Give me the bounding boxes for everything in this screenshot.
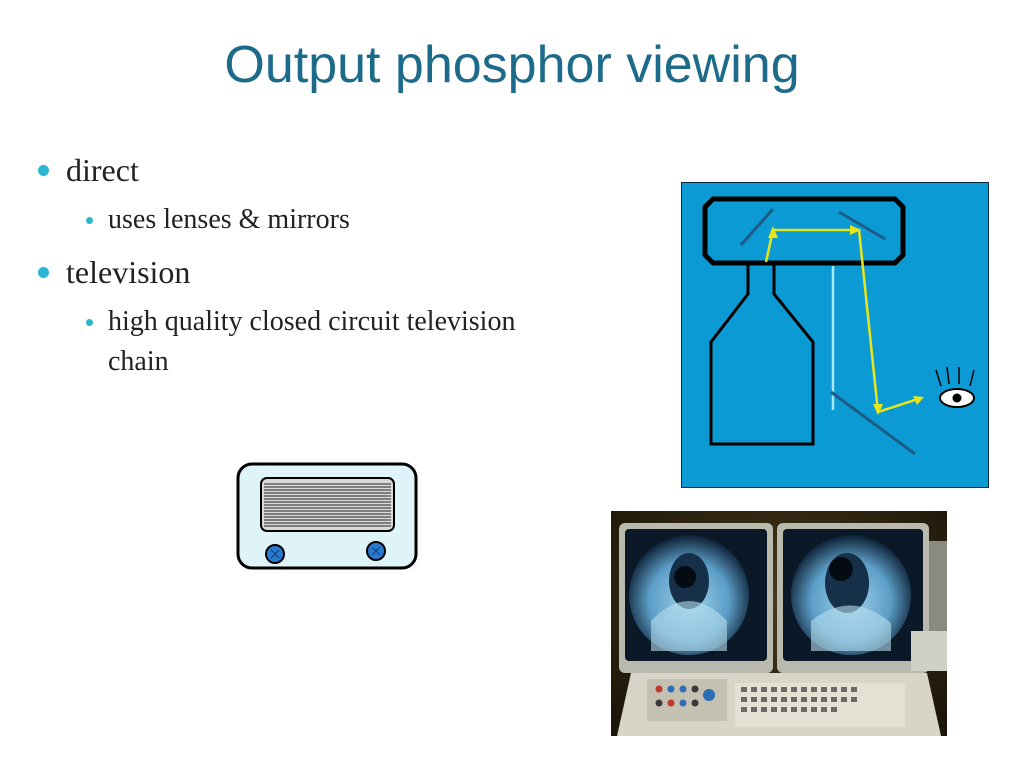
diagram-background — [681, 182, 989, 488]
cctv-monitors-photo — [611, 511, 947, 736]
image-intensifier-tube — [709, 263, 815, 446]
bullet-television: television — [36, 250, 556, 294]
bullet-list: direct uses lenses & mirrors television … — [36, 148, 556, 392]
mirror-left — [739, 208, 775, 246]
sub-bullet-text: uses lenses & mirrors — [108, 204, 350, 235]
bullet-direct: direct — [36, 148, 556, 192]
bullet-text: direct — [66, 152, 139, 188]
bullet-dot — [38, 165, 49, 176]
bullet-text: television — [66, 254, 191, 290]
slide-title: Output phosphor viewing — [224, 36, 800, 94]
sub-bullet-text: high quality closed circuit television c… — [108, 306, 516, 377]
bullet-dot — [38, 267, 49, 278]
sub-bullet-lenses-mirrors: uses lenses & mirrors — [36, 200, 538, 240]
mirror-lower — [830, 390, 916, 456]
sub-bullet-dot — [86, 217, 93, 224]
television-icon — [236, 462, 418, 570]
sub-bullet-cctv: high quality closed circuit television c… — [36, 302, 538, 382]
mirror-right — [838, 210, 886, 241]
optical-viewing-diagram — [681, 182, 989, 488]
eye-icon — [935, 366, 975, 408]
optics-housing — [702, 196, 906, 266]
sub-bullet-dot — [86, 319, 93, 326]
light-path-arrowheads — [768, 225, 924, 415]
